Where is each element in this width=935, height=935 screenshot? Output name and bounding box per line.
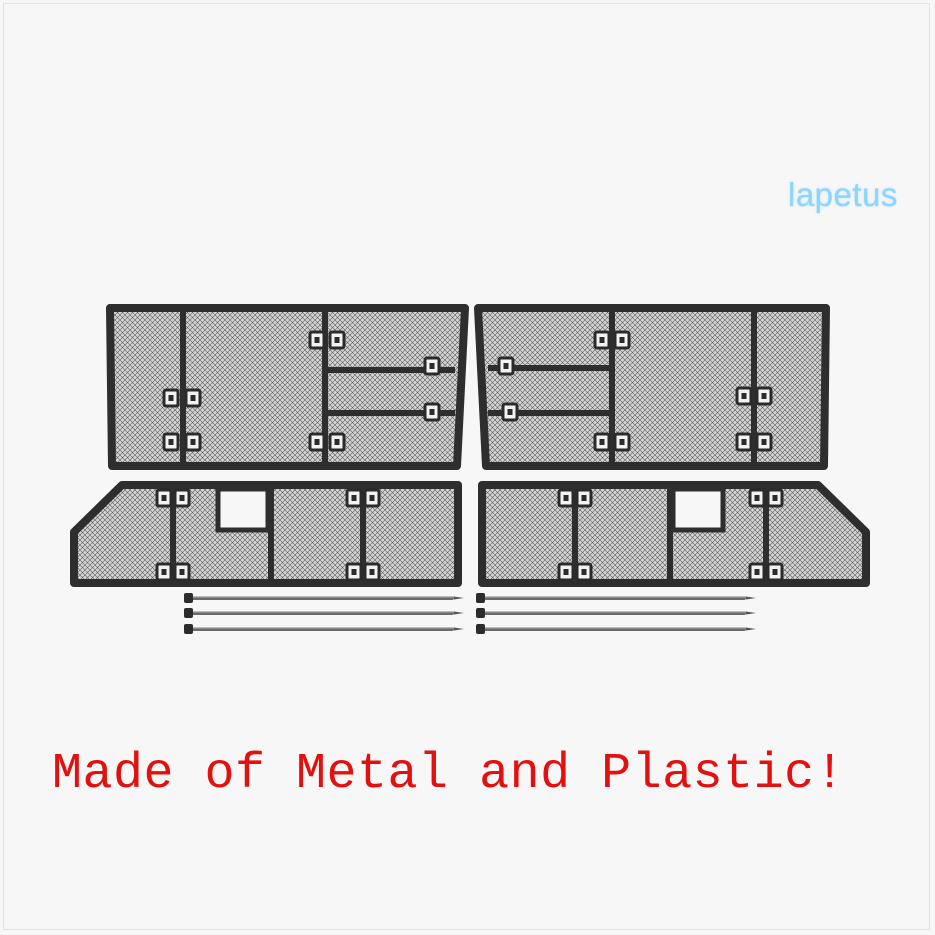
upper-left-mesh-panel [106, 304, 469, 470]
cable-ties-left [184, 593, 464, 634]
image-border [3, 3, 930, 930]
upper-right-mesh-panel [474, 304, 830, 470]
lower-right-mesh-panel [478, 481, 870, 587]
brand-watermark: lapetus [788, 176, 898, 213]
cable-ties-right [476, 593, 756, 634]
product-caption: Made of Metal and Plastic! [52, 746, 846, 803]
lower-left-mesh-panel [70, 481, 462, 587]
